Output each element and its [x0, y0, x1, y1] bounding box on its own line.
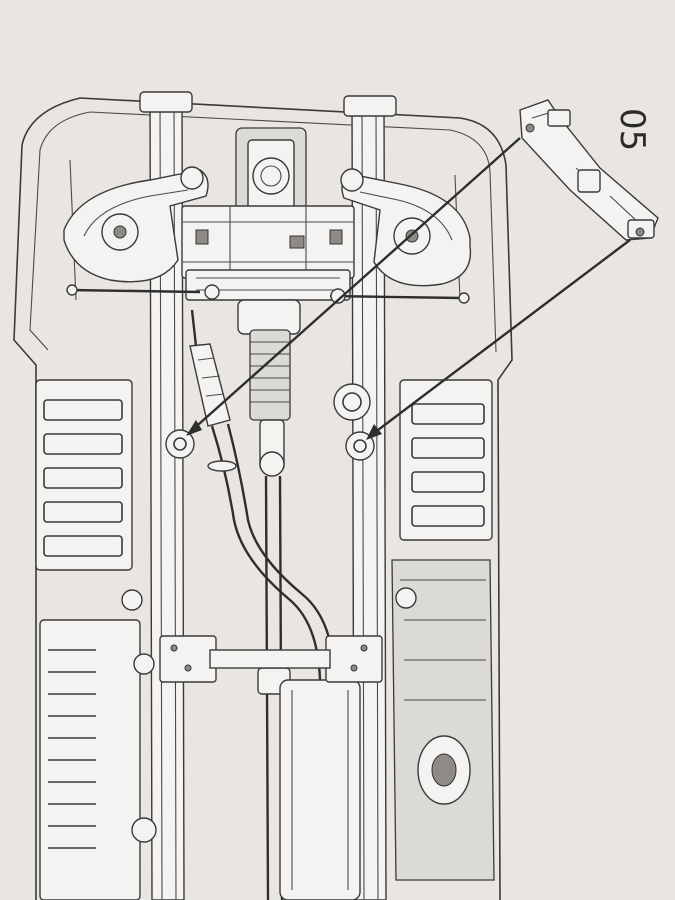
rear-floor-ribs-left	[39, 619, 157, 900]
arrow-head-right	[366, 424, 382, 440]
part-number-label: 05	[612, 108, 652, 151]
left-control-arm	[63, 166, 220, 300]
pointer-arrows	[186, 137, 631, 440]
front-crossmember	[181, 127, 355, 301]
bracket-part	[519, 99, 659, 241]
arrow-left-mount	[189, 137, 521, 433]
floor-ribs-right	[399, 379, 493, 541]
left-mount-point	[165, 429, 195, 459]
arrow-right-mount	[369, 239, 631, 437]
arrow-head-left	[186, 420, 202, 436]
fuel-tank	[121, 559, 495, 881]
rear-crossmember	[159, 635, 383, 683]
floor-ribs-left	[35, 379, 133, 571]
right-control-arm	[329, 168, 472, 304]
